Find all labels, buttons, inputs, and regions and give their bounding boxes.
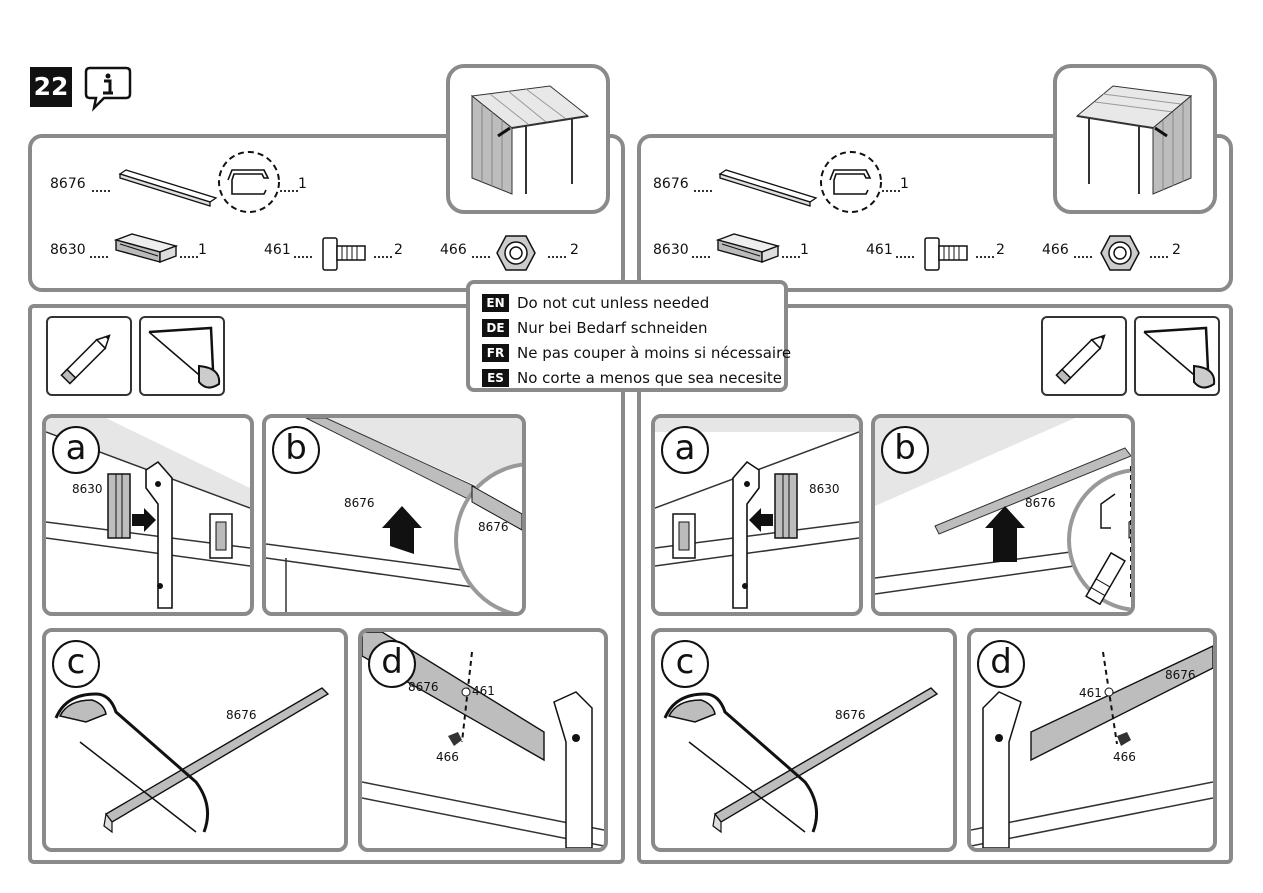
part-dots (280, 190, 298, 192)
notice-box: EN Do not cut unless needed DE Nur bei B… (466, 280, 791, 392)
panel-letter: b (881, 426, 929, 474)
panel-b-right: b 8676 8676 (871, 414, 1135, 616)
notice-text: No corte a menos que sea necesite (517, 369, 783, 387)
panel-letter: b (272, 426, 320, 474)
panel-letter: c (661, 640, 709, 688)
part-label: 466 (1113, 750, 1136, 764)
part-dots (548, 256, 566, 258)
part-dots (374, 256, 392, 258)
panel-letter: c (52, 640, 100, 688)
part-dots (472, 256, 490, 258)
notice-text: Ne pas couper à moins si nécessaire (517, 344, 792, 362)
bolt-icon (922, 236, 972, 272)
part-dots (92, 190, 110, 192)
part-label: 8676 (1165, 668, 1196, 682)
part-qty: 1 (198, 242, 207, 258)
part-dots (692, 256, 710, 258)
hacksaw-tool-box (139, 316, 225, 396)
pencil-tool-box (46, 316, 132, 396)
notice-row-fr: FR Ne pas couper à moins si nécessaire (482, 342, 791, 364)
notice-text: Do not cut unless needed (517, 294, 710, 312)
connector-bracket-icon (112, 232, 178, 266)
hacksaw-icon (1143, 326, 1216, 389)
profile-detail-icon (216, 150, 282, 214)
pencil-tool-box (1041, 316, 1127, 396)
part-label: 8676 (344, 496, 375, 510)
lang-code: DE (482, 319, 509, 337)
info-speech-bubble-icon (84, 64, 132, 112)
part-dots (1150, 256, 1168, 258)
part-dots (694, 190, 712, 192)
pencil-icon (60, 334, 111, 385)
panel-letter: a (52, 426, 100, 474)
part-dots (976, 256, 994, 258)
part-code-461: 461 (866, 242, 893, 258)
part-qty: 1 (800, 242, 809, 258)
part-label: 461 (472, 684, 495, 698)
lang-code: ES (482, 369, 509, 387)
part-code-466: 466 (440, 242, 467, 258)
panel-a-left: a 8630 (42, 414, 254, 616)
part-dots (1074, 256, 1092, 258)
panel-letter: d (368, 640, 416, 688)
panel-a-right: a 8630 (651, 414, 863, 616)
part-dots (90, 256, 108, 258)
pencil-icon (1055, 334, 1106, 385)
part-label: 8676 (835, 708, 866, 722)
panel-c-left: c 8676 (42, 628, 348, 852)
part-dots (294, 256, 312, 258)
step-number: 22 (30, 67, 72, 107)
part-dots (882, 190, 900, 192)
part-qty: 2 (570, 242, 579, 258)
part-code-8676: 8676 (653, 176, 689, 192)
panel-c-right: c 8676 (651, 628, 957, 852)
overview-thumbnail-left (446, 64, 610, 214)
panel-b-left: b 8676 8676 (262, 414, 526, 616)
part-qty: 2 (1172, 242, 1181, 258)
part-label: 8630 (809, 482, 840, 496)
part-qty: 2 (394, 242, 403, 258)
hacksaw-tool-box (1134, 316, 1220, 396)
part-label: 8676 (478, 520, 509, 534)
part-code-461: 461 (264, 242, 291, 258)
profile-detail-icon (818, 150, 884, 214)
part-label: 8676 (1025, 496, 1056, 510)
part-label: 466 (436, 750, 459, 764)
part-dots (782, 256, 800, 258)
part-dots (896, 256, 914, 258)
lang-code: FR (482, 344, 509, 362)
panel-d-right: d 461 8676 466 (967, 628, 1217, 852)
overview-thumbnail-right (1053, 64, 1217, 214)
part-code-8676: 8676 (50, 176, 86, 192)
notice-row-de: DE Nur bei Bedarf schneiden (482, 317, 708, 339)
panel-letter: a (661, 426, 709, 474)
hex-nut-icon (1100, 234, 1140, 272)
notice-row-en: EN Do not cut unless needed (482, 292, 709, 314)
part-label: 8676 (226, 708, 257, 722)
long-profile-icon (718, 168, 818, 208)
part-qty: 1 (900, 176, 909, 192)
part-qty: 1 (298, 176, 307, 192)
part-label: 8676 (408, 680, 439, 694)
part-label: 8630 (72, 482, 103, 496)
long-profile-icon (118, 168, 218, 208)
part-dots (180, 256, 198, 258)
notice-text: Nur bei Bedarf schneiden (517, 319, 708, 337)
bolt-icon (320, 236, 370, 272)
hex-nut-icon (496, 234, 536, 272)
part-code-8630: 8630 (50, 242, 86, 258)
connector-bracket-icon (714, 232, 780, 266)
part-qty: 2 (996, 242, 1005, 258)
part-code-8630: 8630 (653, 242, 689, 258)
part-code-466: 466 (1042, 242, 1069, 258)
hacksaw-icon (148, 326, 221, 389)
panel-letter: d (977, 640, 1025, 688)
lang-code: EN (482, 294, 509, 312)
part-label: 461 (1079, 686, 1102, 700)
notice-row-es: ES No corte a menos que sea necesite (482, 367, 782, 389)
panel-d-left: d 8676 461 466 (358, 628, 608, 852)
